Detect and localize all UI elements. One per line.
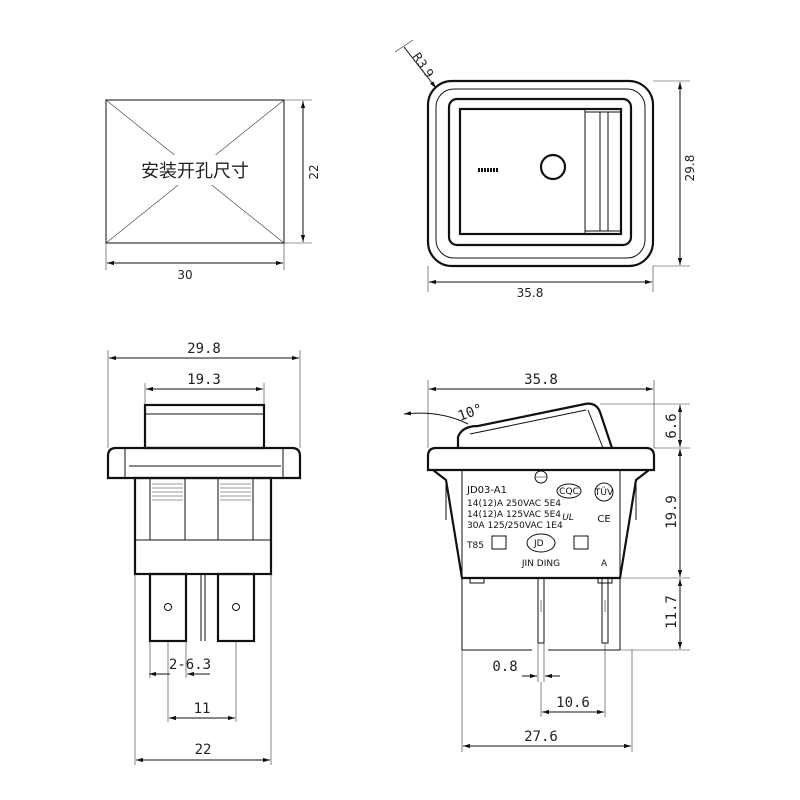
- pin-thickness-dim: 0.8: [492, 659, 517, 675]
- panel-cutout-view: 安装开孔尺寸 30 22: [105, 99, 321, 282]
- end-view: 29.8 19.3 2-6.3 11 22: [106, 341, 302, 765]
- ce-mark: CE: [597, 514, 610, 525]
- end-rocker: [143, 403, 266, 450]
- cqc-mark: [556, 483, 582, 499]
- pin-spacing-dim: 10.6: [556, 695, 590, 711]
- end-body: [133, 476, 273, 576]
- model-label: JD03-A1: [466, 485, 507, 496]
- end-terminal-left: [148, 572, 188, 643]
- brand-label: JIN DING: [521, 559, 560, 569]
- front-bezel-outer: [426, 79, 655, 268]
- terminal-length-dim: 11.7: [664, 595, 680, 629]
- side-bezel: [426, 446, 656, 472]
- side-window: [491, 535, 507, 550]
- side-view: JD03-A1 14(12)A 250VAC 5E4 14(12)A 125VA…: [403, 372, 690, 752]
- end-overall-width-dim: 29.8: [187, 341, 221, 357]
- tuv-mark: [594, 482, 614, 502]
- svg-text:A: A: [601, 559, 608, 569]
- front-rocker-frame: [447, 97, 633, 247]
- corner-radius-dim: R3.9: [410, 50, 437, 81]
- side-window: [573, 535, 589, 550]
- side-pin: [537, 577, 545, 644]
- front-height-dim: 29.8: [683, 155, 697, 182]
- front-bezel-inner: [435, 88, 646, 259]
- cutout-width-dim: 30: [177, 268, 192, 282]
- front-view: R3.9 35.8 29.8: [394, 39, 697, 300]
- rocker-height-dim: 6.6: [664, 413, 680, 438]
- front-width-dim: 35.8: [517, 286, 544, 300]
- tuv-text: TÜV: [594, 487, 614, 498]
- rating-line: 30A 125/250VAC 1E4: [467, 521, 563, 531]
- cqc-text: CQC: [559, 487, 579, 497]
- side-rocker: [456, 402, 614, 449]
- end-body-width-dim: 22: [195, 742, 212, 758]
- end-rocker-width-dim: 19.3: [187, 372, 221, 388]
- front-rocker: [458, 107, 623, 236]
- cutout-rect: [105, 99, 285, 244]
- side-overall-width-dim: 35.8: [524, 372, 558, 388]
- rocker-angle-dim: 10°: [456, 401, 485, 425]
- cutout-label: 安装开孔尺寸: [141, 161, 249, 182]
- brand-logo: [526, 533, 556, 553]
- temp-label: T85: [466, 541, 484, 551]
- end-terminal-spacing-dim: 11: [194, 701, 211, 717]
- cutout-height-dim: 22: [307, 164, 321, 179]
- body-height-dim: 19.9: [664, 495, 680, 529]
- end-terminal-right: [216, 572, 256, 643]
- svg-text:JD: JD: [533, 539, 544, 549]
- rating-line: 14(12)A 125VAC 5E4: [467, 510, 561, 520]
- side-body-width-dim: 27.6: [524, 729, 558, 745]
- rating-line: 14(12)A 250VAC 5E4: [467, 499, 561, 509]
- off-symbol: [539, 153, 567, 181]
- ul-mark: UL: [562, 513, 574, 523]
- end-bezel: [106, 446, 302, 480]
- end-terminal-label: 2-6.3: [169, 657, 211, 673]
